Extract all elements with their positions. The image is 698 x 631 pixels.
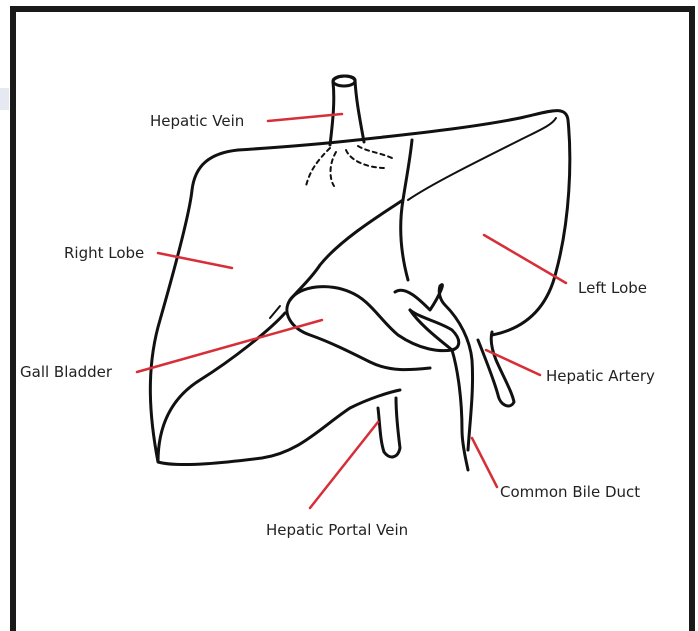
label-hepatic-portal-vein: Hepatic Portal Vein [266, 521, 408, 539]
leader-hepatic-vein [268, 114, 342, 121]
leader-common-bile-duct [472, 438, 497, 487]
bile-duct-shape [395, 285, 473, 470]
lobe-divider [290, 140, 412, 300]
label-hepatic-vein: Hepatic Vein [150, 112, 244, 130]
gall-bladder-dashes [270, 306, 280, 318]
label-left-lobe: Left Lobe [578, 279, 647, 297]
hepatic-vein-opening [333, 76, 355, 86]
label-hepatic-artery: Hepatic Artery [546, 367, 655, 385]
hepatic-artery-shape [478, 332, 514, 406]
edge-tint [0, 88, 9, 110]
leader-hepatic-artery [486, 350, 540, 375]
leader-right-lobe [158, 253, 232, 268]
hepatic-vein-branches [306, 146, 392, 186]
leader-hepatic-portal-vein [310, 422, 378, 508]
hepatic-portal-vein-shape [378, 398, 400, 457]
leader-gall-bladder [137, 320, 322, 372]
label-gall-bladder: Gall Bladder [20, 363, 113, 381]
label-right-lobe: Right Lobe [64, 244, 144, 262]
label-common-bile-duct: Common Bile Duct [500, 483, 640, 501]
leader-left-lobe [484, 235, 566, 283]
gall-bladder-shape [287, 287, 459, 370]
